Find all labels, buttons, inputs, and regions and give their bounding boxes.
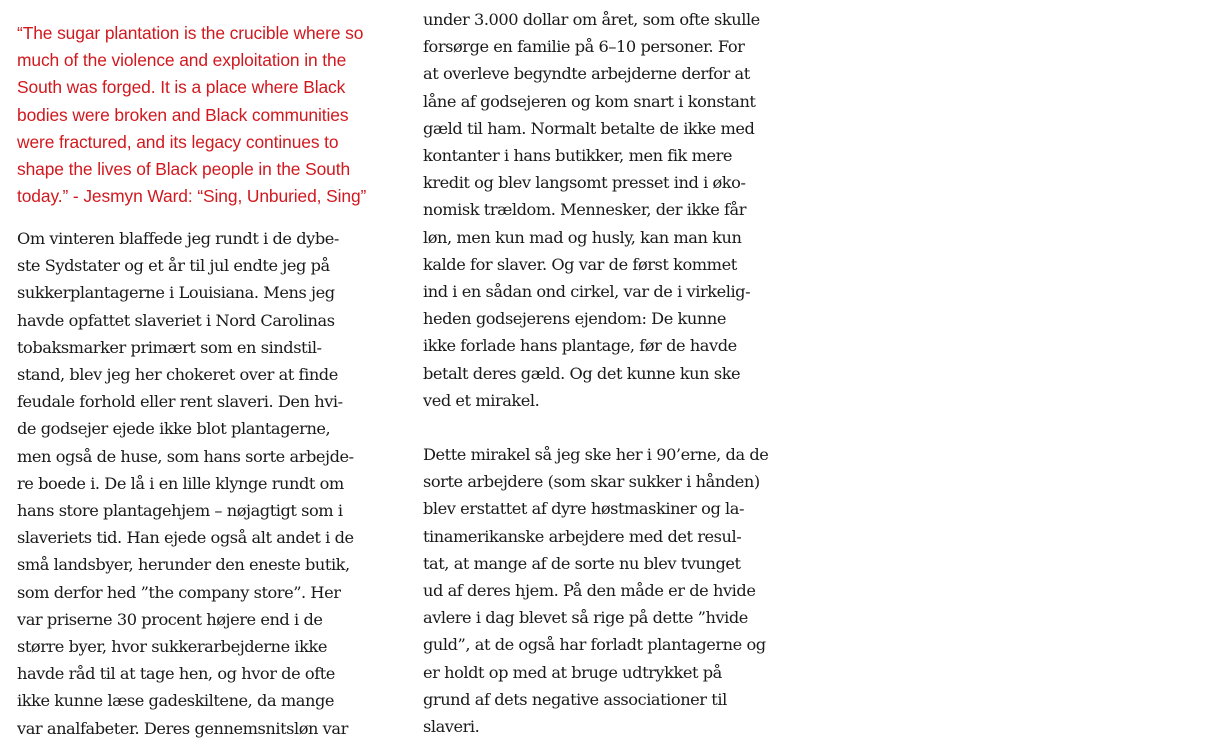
text-line: ved et mirakel. xyxy=(423,390,540,410)
text-line: slaveri. xyxy=(423,717,480,737)
quote-line: much of the violence and exploitation in… xyxy=(17,50,347,71)
text-line: havde råd til at tage hen, og hvor de of… xyxy=(17,664,335,684)
text-line: gæld til ham. Normalt betalte de ikke me… xyxy=(423,118,755,138)
text-line: slaveriets tid. Han ejede også alt andet… xyxy=(17,528,354,548)
body-paragraph: Om vinteren blaffede jeg rundt i de dybe… xyxy=(17,225,354,742)
text-line: avlere i dag blevet så rige på dette ”hv… xyxy=(423,608,748,628)
text-line: blev erstattet af dyre høstmaskiner og l… xyxy=(423,499,745,519)
text-line: var priserne 30 procent højere end i de xyxy=(17,609,323,629)
text-line: de godsejer ejede ikke blot plantagerne, xyxy=(17,419,331,439)
text-line: ikke forlade hans plantage, før de havde xyxy=(423,336,737,356)
text-line: forsørge en familie på 6–10 personer. Fo… xyxy=(423,37,745,57)
text-line: ud af deres hjem. På den måde er de hvid… xyxy=(423,581,756,601)
text-line: nomisk trældom. Mennesker, der ikke får xyxy=(423,200,747,220)
text-line: ikke kunne læse gadeskiltene, da mange xyxy=(17,691,334,711)
body-paragraph: Dette mirakel så jeg ske her i 90’erne, … xyxy=(423,441,769,740)
text-line: var analfabeter. Deres gennemsnitsløn va… xyxy=(17,718,348,738)
text-line: små landsbyer, herunder den eneste butik… xyxy=(17,555,350,575)
text-line: tat, at mange af de sorte nu blev tvunge… xyxy=(423,553,741,573)
text-line: er holdt op med at bruge udtrykket på xyxy=(423,662,722,682)
text-line: ind i en sådan ond cirkel, var de i virk… xyxy=(423,282,751,302)
text-line: grund af dets negative associationer til xyxy=(423,689,727,709)
text-line: guld”, at de også har forladt plantagern… xyxy=(423,635,766,655)
text-line: betalt deres gæld. Og det kunne kun ske xyxy=(423,363,741,383)
text-line: tinamerikanske arbejdere med det resul- xyxy=(423,526,742,546)
text-line: sukkerplantagerne i Louisiana. Mens jeg xyxy=(17,283,335,303)
text-line: under 3.000 dollar om året, som ofte sku… xyxy=(423,10,760,29)
text-line: men også de huse, som hans sorte arbejde… xyxy=(17,446,354,466)
body-paragraph: under 3.000 dollar om året, som ofte sku… xyxy=(423,6,760,414)
text-line: kredit og blev langsomt presset ind i øk… xyxy=(423,173,746,193)
text-line: låne af godsejeren og kom snart i konsta… xyxy=(423,91,756,111)
epigraph-quote: “The sugar plantation is the crucible wh… xyxy=(17,20,407,210)
quote-line: South was forged. It is a place where Bl… xyxy=(17,77,346,98)
quote-line: “The sugar plantation is the crucible wh… xyxy=(17,23,364,43)
text-line: kontanter i hans butikker, men fik mere xyxy=(423,146,733,166)
text-line: større byer, hvor sukkerarbejderne ikke xyxy=(17,637,327,657)
text-line: tobaksmarker primært som en sindstil- xyxy=(17,337,322,357)
text-line: at overleve begyndte arbejderne derfor a… xyxy=(423,64,750,84)
text-line: løn, men kun mad og husly, kan man kun xyxy=(423,227,742,247)
text-line: Dette mirakel så jeg ske her i 90’erne, … xyxy=(423,445,769,464)
quote-attribution-line: today.” - Jesmyn Ward: “Sing, Unburied, … xyxy=(17,186,367,207)
text-line: havde opfattet slaveriet i Nord Carolina… xyxy=(17,310,335,330)
text-line: heden godsejerens ejendom: De kunne xyxy=(423,309,726,329)
quote-line: bodies were broken and Black communities xyxy=(17,104,349,125)
quote-line: shape the lives of Black people in the S… xyxy=(17,159,351,180)
quote-line: were fractured, and its legacy continues… xyxy=(17,131,339,152)
text-line: feudale forhold eller rent slaveri. Den … xyxy=(17,392,343,412)
text-line: stand, blev jeg her chokeret over at fin… xyxy=(17,365,338,385)
text-line: som derfor hed ”the company store”. Her xyxy=(17,582,341,602)
text-line: hans store plantagehjem – nøjagtigt som … xyxy=(17,501,343,521)
text-line: re boede i. De lå i en lille klynge rund… xyxy=(17,473,344,493)
text-line: ste Sydstater og et år til jul endte jeg… xyxy=(17,256,330,276)
text-line: kalde for slaver. Og var de først kommet xyxy=(423,254,737,274)
text-line: sorte arbejdere (som skar sukker i hånde… xyxy=(423,472,760,492)
text-line: Om vinteren blaffede jeg rundt i de dybe… xyxy=(17,229,339,248)
